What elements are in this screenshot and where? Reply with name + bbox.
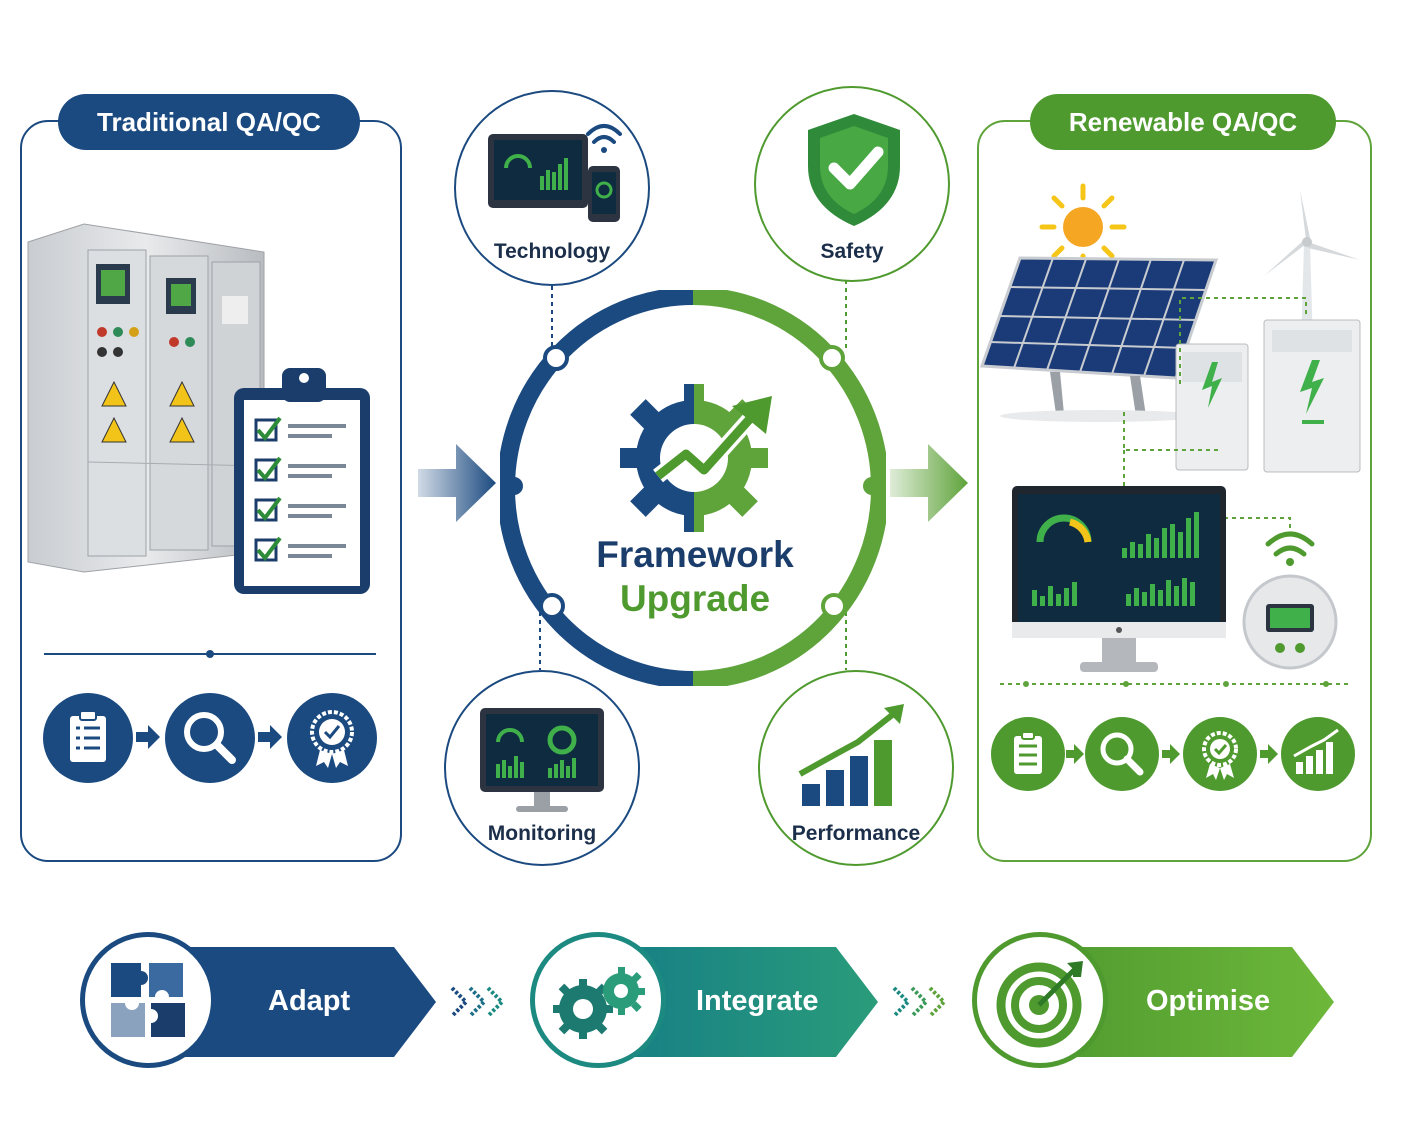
arrow-right-icon bbox=[258, 725, 282, 749]
performance-label: Performance bbox=[791, 822, 921, 845]
safety-label: Safety bbox=[820, 240, 884, 263]
tablet-phone-icon bbox=[488, 124, 622, 222]
ring-node bbox=[539, 593, 565, 619]
integrate-band bbox=[600, 947, 878, 1057]
smart-meter-icon bbox=[1242, 531, 1338, 670]
renewable-process-flow bbox=[991, 717, 1355, 791]
arrow-right-icon bbox=[1066, 744, 1084, 764]
renewable-title: Renewable QA/QC bbox=[1030, 94, 1336, 150]
monitor-dashboard-icon bbox=[480, 708, 604, 812]
desktop-dashboard-icon bbox=[1012, 486, 1226, 672]
optimise-icon-circle bbox=[972, 932, 1108, 1068]
adapt-band bbox=[150, 947, 436, 1057]
center-title-line1: Framework bbox=[596, 534, 794, 575]
arrow-right-icon bbox=[1260, 744, 1278, 764]
traditional-title: Traditional QA/QC bbox=[58, 94, 360, 150]
arrow-out-icon bbox=[890, 444, 968, 522]
optimise-label: Optimise bbox=[1146, 985, 1271, 1017]
battery-storage-icon bbox=[1175, 319, 1361, 473]
technology-card: Technology bbox=[454, 90, 650, 286]
checklist-icon bbox=[43, 693, 133, 783]
arrow-right-icon bbox=[136, 725, 160, 749]
monitoring-label: Monitoring bbox=[487, 822, 597, 845]
certified-badge-icon bbox=[287, 693, 377, 783]
optimise-band bbox=[1040, 947, 1334, 1057]
ring-node bbox=[821, 593, 847, 619]
gear-trend-icon bbox=[620, 384, 772, 532]
solar-panel-icon bbox=[980, 256, 1219, 422]
arrow-right-icon bbox=[1162, 744, 1180, 764]
ring-node bbox=[543, 345, 569, 371]
integrate-icon-circle bbox=[530, 932, 666, 1068]
gears-icon bbox=[553, 967, 645, 1039]
technology-label: Technology bbox=[493, 240, 611, 263]
shield-check-icon bbox=[808, 114, 900, 226]
adapt-label: Adapt bbox=[268, 985, 351, 1017]
safety-card: Safety bbox=[754, 86, 950, 282]
renewable-network-lines bbox=[1000, 297, 1350, 687]
integrate-label: Integrate bbox=[696, 985, 819, 1017]
framework-ring bbox=[500, 290, 886, 686]
chevrons-icon bbox=[892, 986, 947, 1018]
arrow-in-icon bbox=[418, 444, 496, 522]
monitoring-card: Monitoring bbox=[444, 670, 640, 866]
sun-icon bbox=[1039, 183, 1127, 271]
magnifier-icon bbox=[165, 693, 255, 783]
traditional-process-flow bbox=[43, 693, 377, 783]
puzzle-icon bbox=[111, 963, 185, 1037]
checklist-icon bbox=[991, 717, 1065, 791]
bar-chart-growth-icon bbox=[798, 704, 904, 806]
divider-dot bbox=[206, 650, 214, 658]
clipboard-checklist-icon bbox=[234, 368, 370, 594]
adapt-icon-circle bbox=[80, 932, 216, 1068]
center-title-line2: Upgrade bbox=[619, 578, 771, 619]
certified-badge-icon bbox=[1183, 717, 1257, 791]
magnifier-icon bbox=[1085, 717, 1159, 791]
ring-node bbox=[819, 345, 845, 371]
growth-chart-icon bbox=[1281, 717, 1355, 791]
performance-card: Performance bbox=[758, 670, 954, 866]
target-icon bbox=[996, 961, 1083, 1048]
chevrons-icon bbox=[450, 986, 505, 1018]
